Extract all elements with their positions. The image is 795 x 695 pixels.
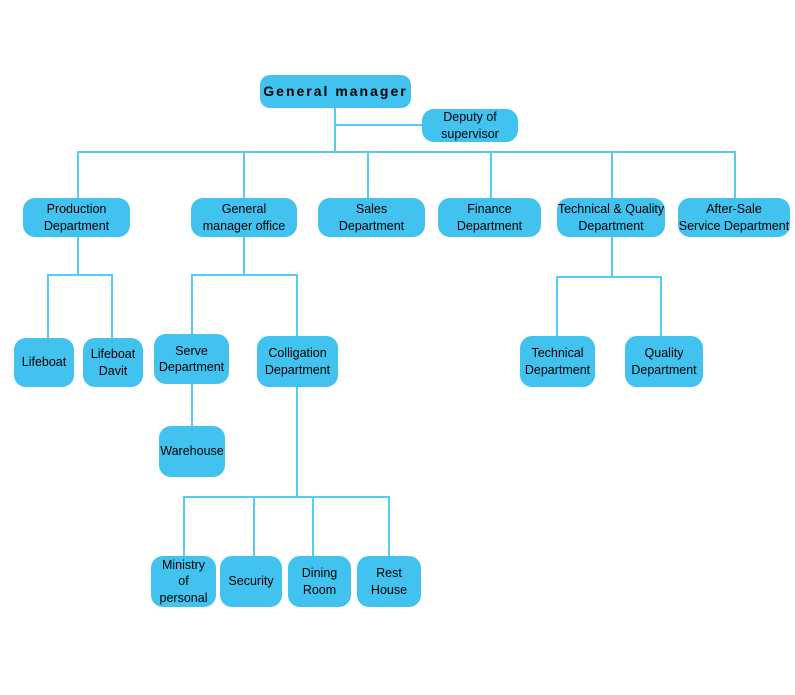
connector-drop-lifeboat [47, 274, 49, 338]
connector-drop-technical-quality [611, 152, 613, 198]
node-serve-department: Serve Department [154, 334, 229, 384]
node-deputy-supervisor: Deputy of supervisor [422, 109, 518, 142]
node-dining-room: Dining Room [288, 556, 351, 607]
connector-gm-office-branch [191, 274, 298, 276]
node-after-sale-service-department: After-Sale Service Department [678, 198, 790, 237]
connector-gm-office-stem [243, 237, 245, 275]
connector-drop-production [77, 152, 79, 198]
connector-production-stem [77, 237, 79, 275]
connector-drop-rest [388, 496, 390, 556]
node-security: Security [220, 556, 282, 607]
connector-drop-gm-office [243, 152, 245, 198]
node-quality-department: Quality Department [625, 336, 703, 387]
node-general-manager: General manager [260, 75, 411, 108]
node-ministry-of-personal: Ministry of personal [151, 556, 216, 607]
connector-drop-after-sale [734, 152, 736, 198]
connector-drop-technical [556, 276, 558, 336]
node-technical-department: Technical Department [520, 336, 595, 387]
connector-drop-security [253, 496, 255, 556]
connector-drop-colligation [296, 274, 298, 336]
connector-technical-quality-stem [611, 237, 613, 277]
node-warehouse: Warehouse [159, 426, 225, 477]
connector-drop-dining [312, 496, 314, 556]
connector-main-horizontal [77, 151, 736, 153]
connector-serve-warehouse [191, 384, 193, 426]
node-finance-department: Finance Department [438, 198, 541, 237]
connector-technical-quality-branch [556, 276, 662, 278]
connector-colligation-stem [296, 387, 298, 497]
connector-drop-lifeboat-davit [111, 274, 113, 338]
node-lifeboat: Lifeboat [14, 338, 74, 387]
node-production-department: Production Department [23, 198, 130, 237]
connector-drop-serve [191, 274, 193, 334]
connector-drop-finance [490, 152, 492, 198]
connector-drop-sales [367, 152, 369, 198]
node-general-manager-office: General manager office [191, 198, 297, 237]
node-colligation-department: Colligation Department [257, 336, 338, 387]
connector-production-branch [47, 274, 113, 276]
node-lifeboat-davit: Lifeboat Davit [83, 338, 143, 387]
node-sales-department: Sales Department [318, 198, 425, 237]
connector-drop-ministry [183, 496, 185, 556]
connector-drop-quality [660, 276, 662, 336]
connector-gm-trunk [334, 108, 336, 152]
node-rest-house: Rest House [357, 556, 421, 607]
node-technical-quality-department: Technical & Quality Department [557, 198, 665, 237]
connector-deputy-branch [334, 124, 422, 126]
connector-bottom-branch [183, 496, 390, 498]
